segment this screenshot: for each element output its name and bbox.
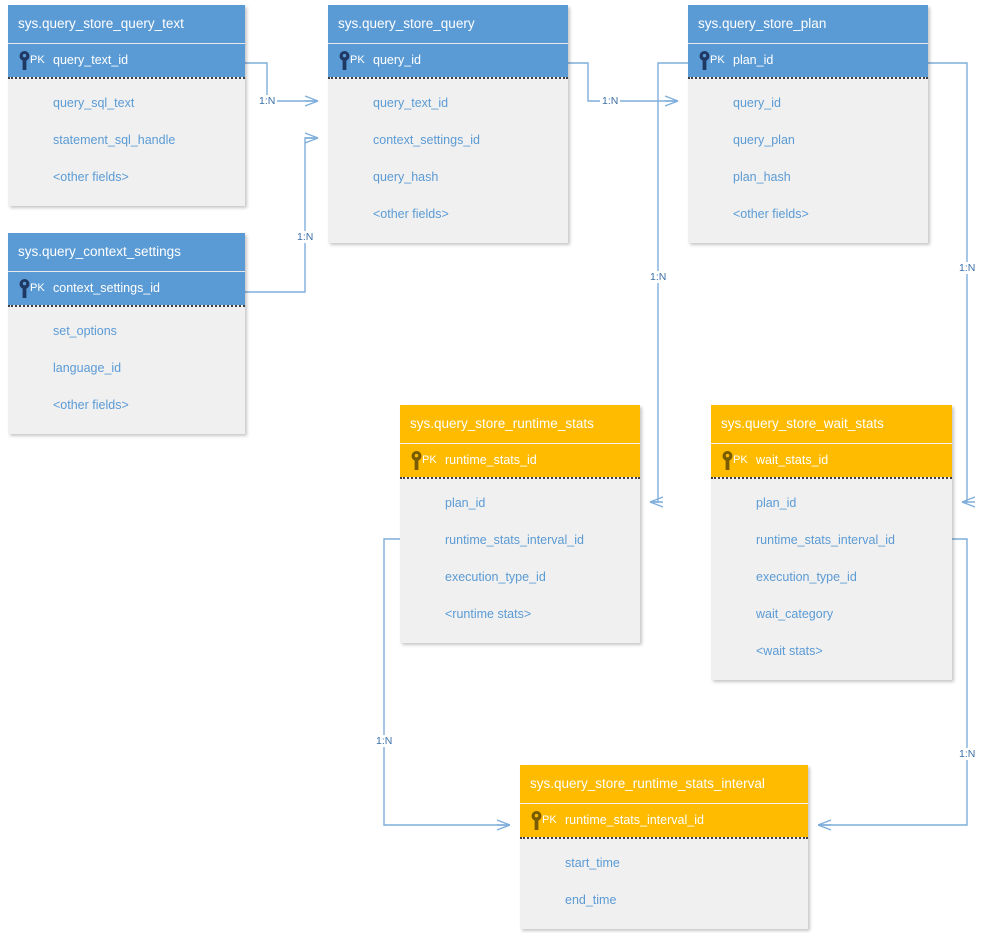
entity-title: sys.query_store_plan: [688, 5, 928, 44]
field: plan_hash: [733, 170, 791, 184]
entity-query-store-query[interactable]: sys.query_store_query PK query_id query_…: [328, 5, 568, 243]
field: language_id: [53, 361, 122, 375]
primary-key-row: PK wait_stats_id: [711, 444, 952, 477]
field: end_time: [565, 893, 617, 907]
cardinality-label-interval-to-runtime-stats: 1:N: [374, 735, 395, 747]
connector-context-to-query: [245, 138, 318, 293]
key-icon: [699, 51, 710, 70]
pk-field-name: query_text_id: [53, 53, 129, 67]
primary-key-row: PK query_text_id: [8, 44, 245, 77]
field: statement_sql_handle: [53, 133, 176, 147]
entity-title: sys.query_store_runtime_stats: [400, 405, 640, 444]
entity-title: sys.query_context_settings: [8, 233, 245, 272]
key-icon: [531, 811, 542, 830]
entity-title: sys.query_store_wait_stats: [711, 405, 952, 444]
field: <other fields>: [53, 398, 129, 412]
field: <runtime stats>: [445, 607, 532, 621]
primary-key-row: PK runtime_stats_interval_id: [520, 804, 808, 837]
pk-field-name: wait_stats_id: [756, 453, 829, 467]
primary-key-row: PK context_settings_id: [8, 272, 245, 305]
field: runtime_stats_interval_id: [445, 533, 584, 547]
entity-fields: query_sql_text statement_sql_handle <oth…: [8, 77, 245, 206]
connector-interval-to-wait-stats: [818, 538, 968, 825]
entity-query-store-plan[interactable]: sys.query_store_plan PK plan_id query_id…: [688, 5, 928, 243]
field: plan_id: [445, 496, 486, 510]
field: query_hash: [373, 170, 439, 184]
field: <other fields>: [373, 207, 449, 221]
connector-interval-to-runtime-stats: [383, 538, 510, 825]
pk-label: PK: [350, 54, 365, 66]
primary-key-row: PK runtime_stats_id: [400, 444, 640, 477]
primary-key-row: PK plan_id: [688, 44, 928, 77]
entity-fields: plan_id runtime_stats_interval_id execut…: [711, 477, 952, 680]
pk-field-name: context_settings_id: [53, 281, 161, 295]
field: execution_type_id: [756, 570, 857, 584]
pk-field-name: query_id: [373, 53, 421, 67]
field: wait_category: [756, 607, 834, 621]
entity-title: sys.query_store_query: [328, 5, 568, 44]
cardinality-label-interval-to-wait-stats: 1:N: [957, 748, 978, 760]
cardinality-label-context-to-query: 1:N: [295, 231, 316, 243]
field: runtime_stats_interval_id: [756, 533, 895, 547]
entity-fields: set_options language_id <other fields>: [8, 305, 245, 434]
field: context_settings_id: [373, 133, 481, 147]
entity-fields: query_id query_plan plan_hash <other fie…: [688, 77, 928, 243]
field: <other fields>: [733, 207, 809, 221]
pk-label: PK: [30, 282, 45, 294]
field: query_plan: [733, 133, 795, 147]
field: plan_id: [756, 496, 797, 510]
key-icon: [19, 279, 30, 298]
entity-query-context-settings[interactable]: sys.query_context_settings PK context_se…: [8, 233, 245, 434]
entity-title: sys.query_store_query_text: [8, 5, 245, 44]
entity-query-store-runtime-stats[interactable]: sys.query_store_runtime_stats PK runtime…: [400, 405, 640, 643]
pk-label: PK: [30, 54, 45, 66]
field: query_text_id: [373, 96, 449, 110]
key-icon: [339, 51, 350, 70]
entity-fields: query_text_id context_settings_id query_…: [328, 77, 568, 243]
pk-label: PK: [422, 454, 437, 466]
entity-query-store-query-text[interactable]: sys.query_store_query_text PK query_text…: [8, 5, 245, 206]
pk-field-name: plan_id: [733, 53, 774, 67]
field: <wait stats>: [756, 644, 823, 658]
entity-query-store-runtime-stats-interval[interactable]: sys.query_store_runtime_stats_interval P…: [520, 765, 808, 929]
cardinality-label-plan-to-wait-stats: 1:N: [957, 262, 978, 274]
field: set_options: [53, 324, 117, 338]
pk-field-name: runtime_stats_id: [445, 453, 537, 467]
entity-title: sys.query_store_runtime_stats_interval: [520, 765, 808, 804]
connector-text-to-query: [245, 62, 318, 101]
key-icon: [411, 451, 422, 470]
field: execution_type_id: [445, 570, 546, 584]
cardinality-label-query-to-plan: 1:N: [600, 95, 621, 107]
connector-plan-to-wait-stats: [928, 62, 967, 502]
primary-key-row: PK query_id: [328, 44, 568, 77]
connector-query-to-plan: [568, 62, 678, 101]
cardinality-label-plan-to-runtime-stats: 1:N: [648, 271, 669, 283]
field: <other fields>: [53, 170, 129, 184]
pk-field-name: runtime_stats_interval_id: [565, 813, 704, 827]
field: start_time: [565, 856, 620, 870]
pk-label: PK: [733, 454, 748, 466]
key-icon: [19, 51, 30, 70]
key-icon: [722, 451, 733, 470]
pk-label: PK: [710, 54, 725, 66]
entity-fields: start_time end_time: [520, 837, 808, 929]
pk-label: PK: [542, 814, 557, 826]
entity-fields: plan_id runtime_stats_interval_id execut…: [400, 477, 640, 643]
field: query_id: [733, 96, 781, 110]
entity-query-store-wait-stats[interactable]: sys.query_store_wait_stats PK wait_stats…: [711, 405, 952, 680]
field: query_sql_text: [53, 96, 135, 110]
cardinality-label-text-to-query: 1:N: [257, 95, 278, 107]
